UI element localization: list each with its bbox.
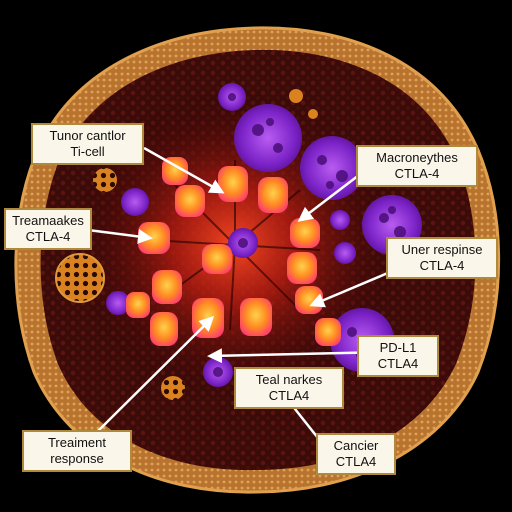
label-treamaakes: Treamaakes CTLA-4 <box>4 208 92 250</box>
label-line: Macroneythes <box>376 150 458 165</box>
spotted-bodies <box>55 89 318 400</box>
t-cell <box>258 177 288 213</box>
arrow-pdl1 <box>207 348 386 364</box>
t-cell <box>240 298 272 336</box>
arrow-tumor <box>143 146 225 194</box>
macrophage-cell <box>106 291 130 315</box>
label-line: CTLA-4 <box>419 258 465 273</box>
label-line: PD-L1 <box>379 340 417 355</box>
label-line: Uner respinse <box>401 242 483 257</box>
arrow-macro <box>297 171 364 222</box>
label-line: Treaiment <box>47 435 107 450</box>
label-line: Treamaakes <box>12 213 84 228</box>
label-line: CTLA4 <box>335 454 377 469</box>
label-teal-narkes: Teal narkes CTLA4 <box>234 367 344 409</box>
arrow-trean <box>87 228 153 244</box>
t-cell <box>290 218 320 248</box>
label-macrophages: Macroneythes CTLA-4 <box>356 145 478 187</box>
t-cell <box>315 318 341 346</box>
label-uner-response: Uner respinse CTLA-4 <box>386 237 498 279</box>
macrophage-cell <box>330 210 350 230</box>
label-tumor-control: Tunor cantlor Ti-cell <box>31 123 144 165</box>
label-line: Teal narkes <box>255 372 323 387</box>
macrophage-cell <box>121 188 149 216</box>
macrophage-cell <box>334 242 356 264</box>
t-cell <box>202 244 232 274</box>
macrophage-cell <box>300 136 364 200</box>
label-line: CTLA-4 <box>394 166 440 181</box>
t-cell <box>126 292 150 318</box>
t-cell <box>152 270 182 304</box>
t-cell <box>150 312 178 346</box>
label-line: Ti-cell <box>70 144 105 159</box>
label-line: CTLA4 <box>268 388 310 403</box>
macrophage-cells <box>106 83 422 387</box>
label-line: CTLA-4 <box>25 229 71 244</box>
label-cancer: Cancier CTLA4 <box>316 433 396 475</box>
annotation-arrows <box>87 146 396 439</box>
label-line: Cancier <box>333 438 379 453</box>
t-cell <box>175 185 205 217</box>
macrophage-cell <box>234 104 302 172</box>
label-treatment-response: Treaiment response <box>22 430 132 472</box>
t-cell <box>295 286 323 314</box>
label-line: Tunor cantlor <box>49 128 126 143</box>
t-cell <box>287 252 317 284</box>
arrow-treatment <box>94 315 215 435</box>
label-line: response <box>50 451 104 466</box>
t-cell <box>218 166 248 202</box>
t-cell <box>162 157 188 185</box>
label-line: CTLA4 <box>377 356 419 371</box>
label-pd-l1: PD-L1 CTLA4 <box>357 335 439 377</box>
arrow-uner <box>309 268 396 308</box>
